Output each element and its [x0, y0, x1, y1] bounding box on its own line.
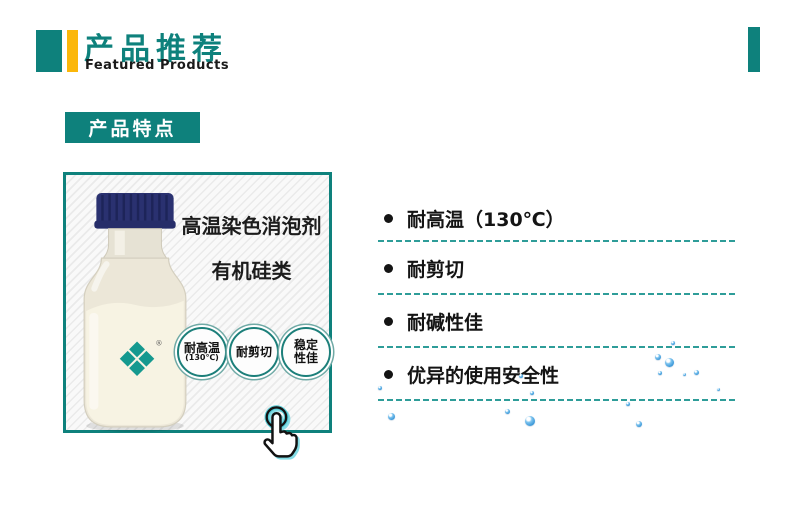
feature-item-safety: 优异的使用安全性	[378, 348, 738, 401]
round-badge-shear-resistant: 耐剪切	[229, 327, 279, 377]
tap-hand-icon[interactable]	[251, 403, 309, 465]
water-droplet	[388, 413, 395, 420]
water-droplet	[525, 416, 535, 426]
water-droplet	[683, 373, 686, 376]
badge-text: 耐剪切	[235, 344, 272, 359]
water-droplet	[505, 409, 510, 414]
round-badge-heat-resistant: 耐高温 (130℃)	[177, 327, 227, 377]
round-badge-stable: 稳定 性佳	[281, 327, 331, 377]
product-card[interactable]: ® 高温染色消泡剂 有机硅类 耐高温 (130℃) 耐剪切 稳定 性佳	[63, 172, 332, 458]
water-droplet	[378, 386, 382, 390]
water-droplet	[658, 371, 662, 375]
header-yellow-bar	[67, 30, 78, 72]
feature-text: 耐剪切	[407, 259, 465, 281]
feature-item-alkali: 耐碱性佳	[378, 295, 738, 348]
water-droplet	[671, 341, 675, 345]
section-badge-features: 产品特点	[65, 112, 200, 143]
water-droplet	[636, 421, 642, 427]
water-droplet	[717, 388, 720, 391]
product-bottle-photo: ®	[83, 193, 187, 432]
badge-text: 耐高温	[183, 340, 220, 355]
water-droplet	[626, 402, 630, 406]
bullet-dot	[384, 317, 393, 326]
page-title: 产品推荐	[84, 32, 228, 67]
water-droplet	[655, 354, 661, 360]
product-type: 有机硅类	[211, 259, 292, 283]
feature-text: 耐碱性佳	[407, 312, 484, 334]
badge-subtext: 性佳	[293, 351, 318, 365]
registered-mark: ®	[155, 339, 162, 348]
feature-text: 耐高温（130℃）	[407, 208, 565, 231]
page-subtitle: Featured Products	[85, 58, 230, 73]
bullet-dot	[384, 213, 393, 223]
water-droplet	[519, 374, 523, 378]
badge-text: 稳定	[293, 338, 318, 353]
header-teal-block	[36, 30, 62, 72]
water-droplet	[530, 391, 534, 395]
feature-item-shear: 耐剪切	[378, 242, 738, 295]
water-droplet	[694, 370, 699, 375]
bullet-dot	[384, 370, 393, 379]
feature-text: 优异的使用安全性	[407, 365, 560, 387]
bullet-dot	[384, 264, 393, 273]
product-title: 高温染色消泡剂	[181, 214, 322, 238]
header-right-teal-bar	[748, 27, 760, 72]
water-droplet	[665, 358, 674, 367]
badge-subtext: (130℃)	[185, 353, 219, 363]
feature-item-heat: 耐高温（130℃）	[378, 194, 738, 242]
feature-list: 耐高温（130℃） 耐剪切 耐碱性佳 优异的使用安全性	[378, 194, 738, 401]
